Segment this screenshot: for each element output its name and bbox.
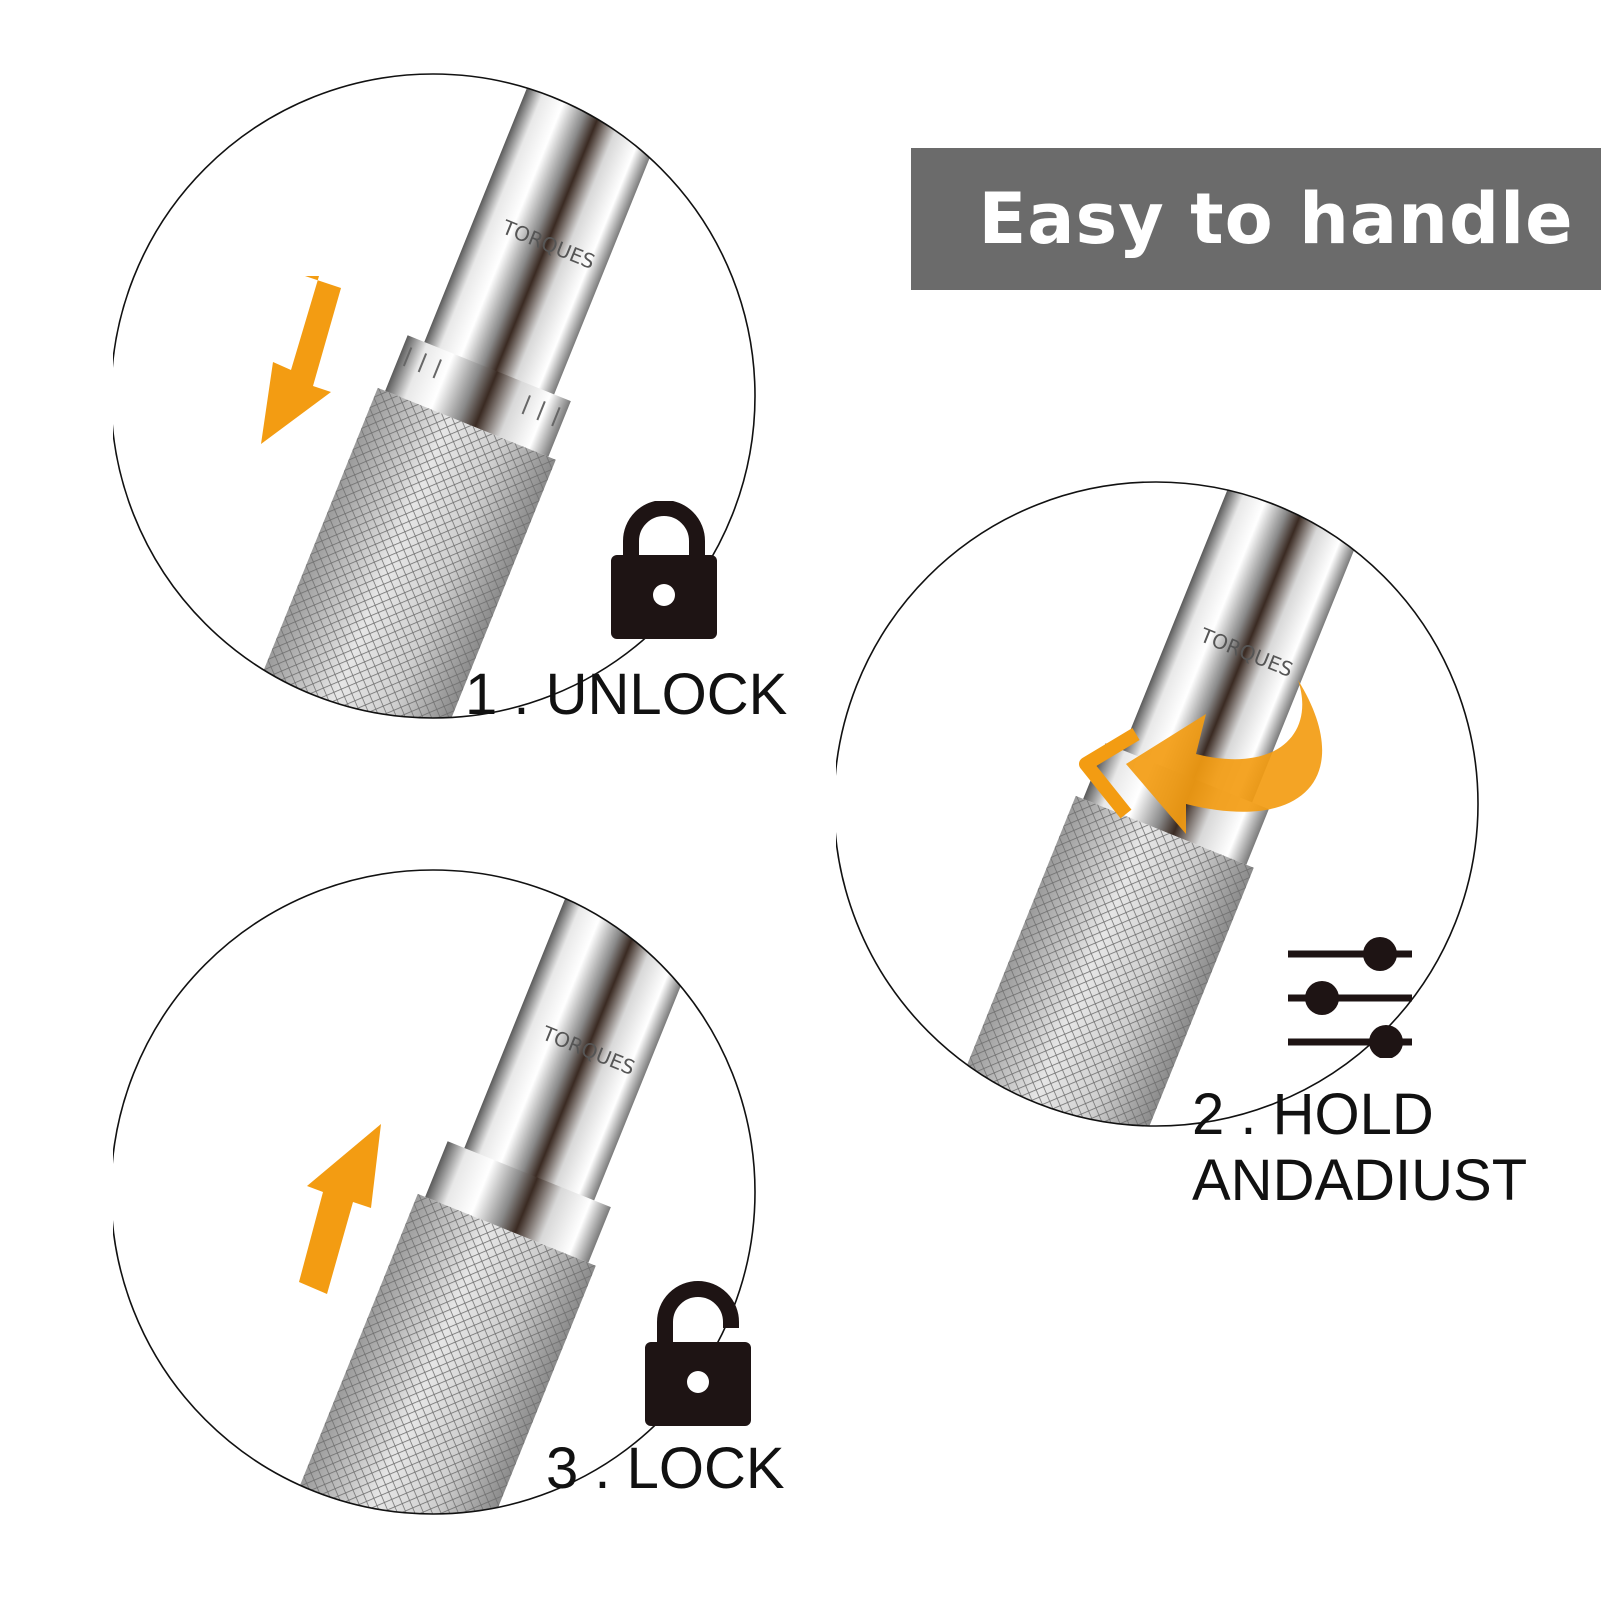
arrow-down-icon: [261, 276, 341, 444]
step-1-circle: [113, 73, 756, 719]
step-1-panel: TORQUES: [113, 66, 773, 736]
lock-closed-icon: [611, 501, 717, 639]
wrench-image-2: TORQUES: [836, 481, 1479, 1127]
step-2-label-line1: 2 . HOLD: [1192, 1082, 1434, 1147]
step-3-label: 3 . LOCK: [546, 1436, 785, 1501]
lock-open-icon: [645, 1281, 751, 1426]
wrench-image-3: TORQUES: [113, 869, 756, 1515]
step-1-label: 1 . UNLOCK: [465, 662, 788, 727]
step-2-panel: TORQUES: [836, 474, 1496, 1144]
step-3-circle: [113, 869, 756, 1515]
step-2-label: 2 . HOLD ANDADIUST: [1192, 1082, 1527, 1214]
sliders-icon: [1288, 937, 1412, 1058]
banner-title: Easy to handle: [978, 178, 1574, 260]
wrench-image-1: TORQUES: [113, 73, 756, 719]
step-2-label-line2: ANDADIUST: [1192, 1148, 1528, 1213]
step-3-panel: TORQUES: [113, 862, 773, 1532]
arrow-up-icon: [299, 1124, 381, 1294]
rotate-arrow-icon: [1079, 680, 1323, 834]
step-2-circle: [836, 481, 1479, 1127]
title-banner: Easy to handle: [911, 148, 1601, 290]
